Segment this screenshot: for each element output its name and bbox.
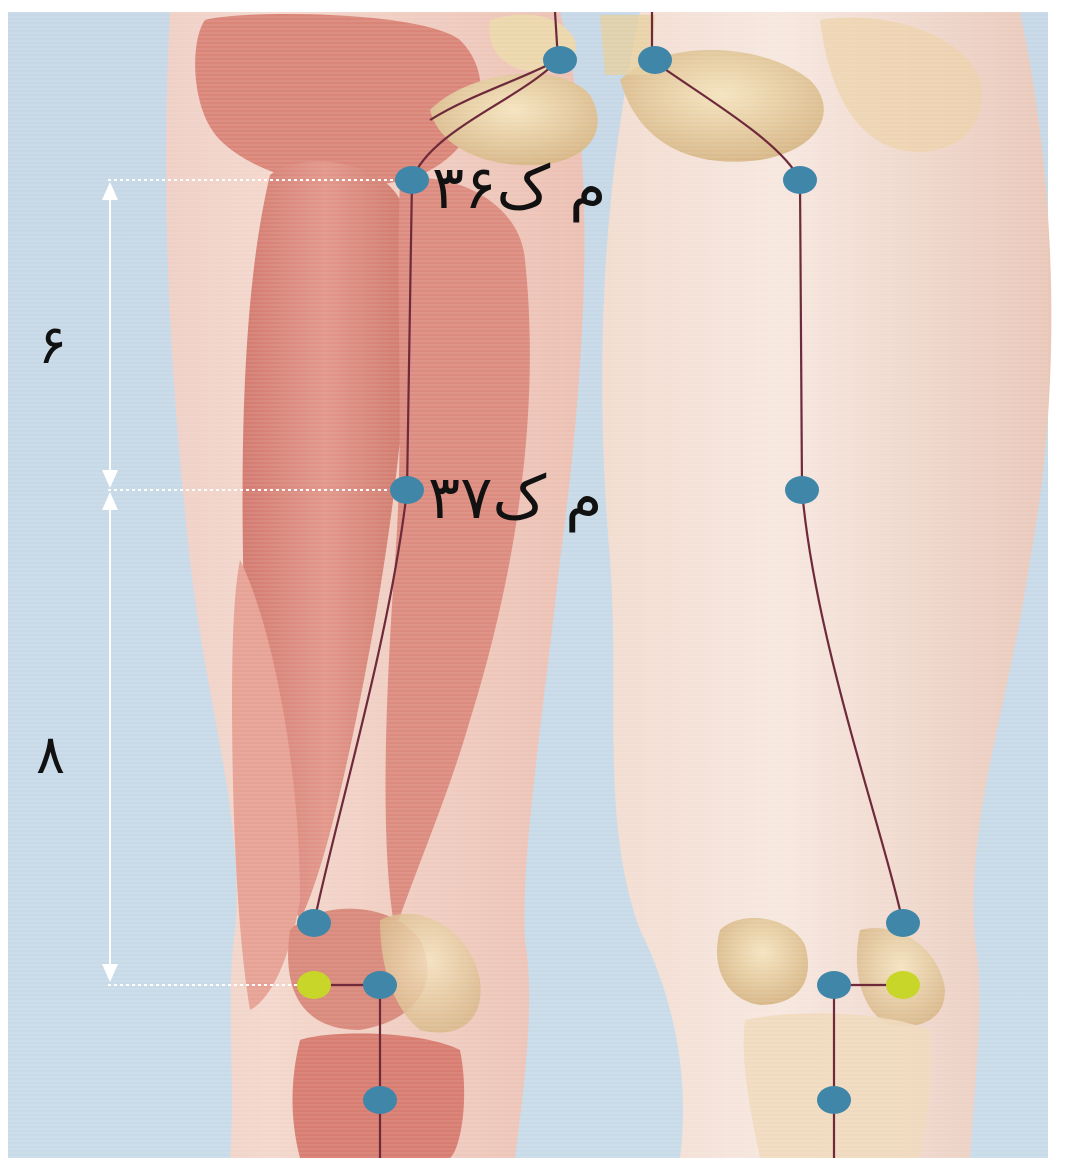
blue-dot-icon [395, 166, 429, 194]
yellow-dot-icon [297, 971, 331, 999]
blue-dot-icon [638, 46, 672, 74]
blue-dot-icon [783, 166, 817, 194]
blue-dot-icon [363, 1086, 397, 1114]
blue-dot-icon [297, 909, 331, 937]
blue-dot-icon [543, 46, 577, 74]
measurement-label-6: ۶ [38, 318, 67, 372]
measurement-label-8: ۸ [36, 728, 65, 782]
blue-dot-icon [886, 909, 920, 937]
point-label-st36: م ک۳۶ [432, 158, 672, 218]
blue-dot-icon [817, 971, 851, 999]
blue-dot-icon [390, 476, 424, 504]
yellow-dot-icon [886, 971, 920, 999]
blue-dot-icon [785, 476, 819, 504]
point-label-st37: م ک۳۷ [428, 468, 668, 528]
blue-dot-icon [817, 1086, 851, 1114]
blue-dot-icon [363, 971, 397, 999]
